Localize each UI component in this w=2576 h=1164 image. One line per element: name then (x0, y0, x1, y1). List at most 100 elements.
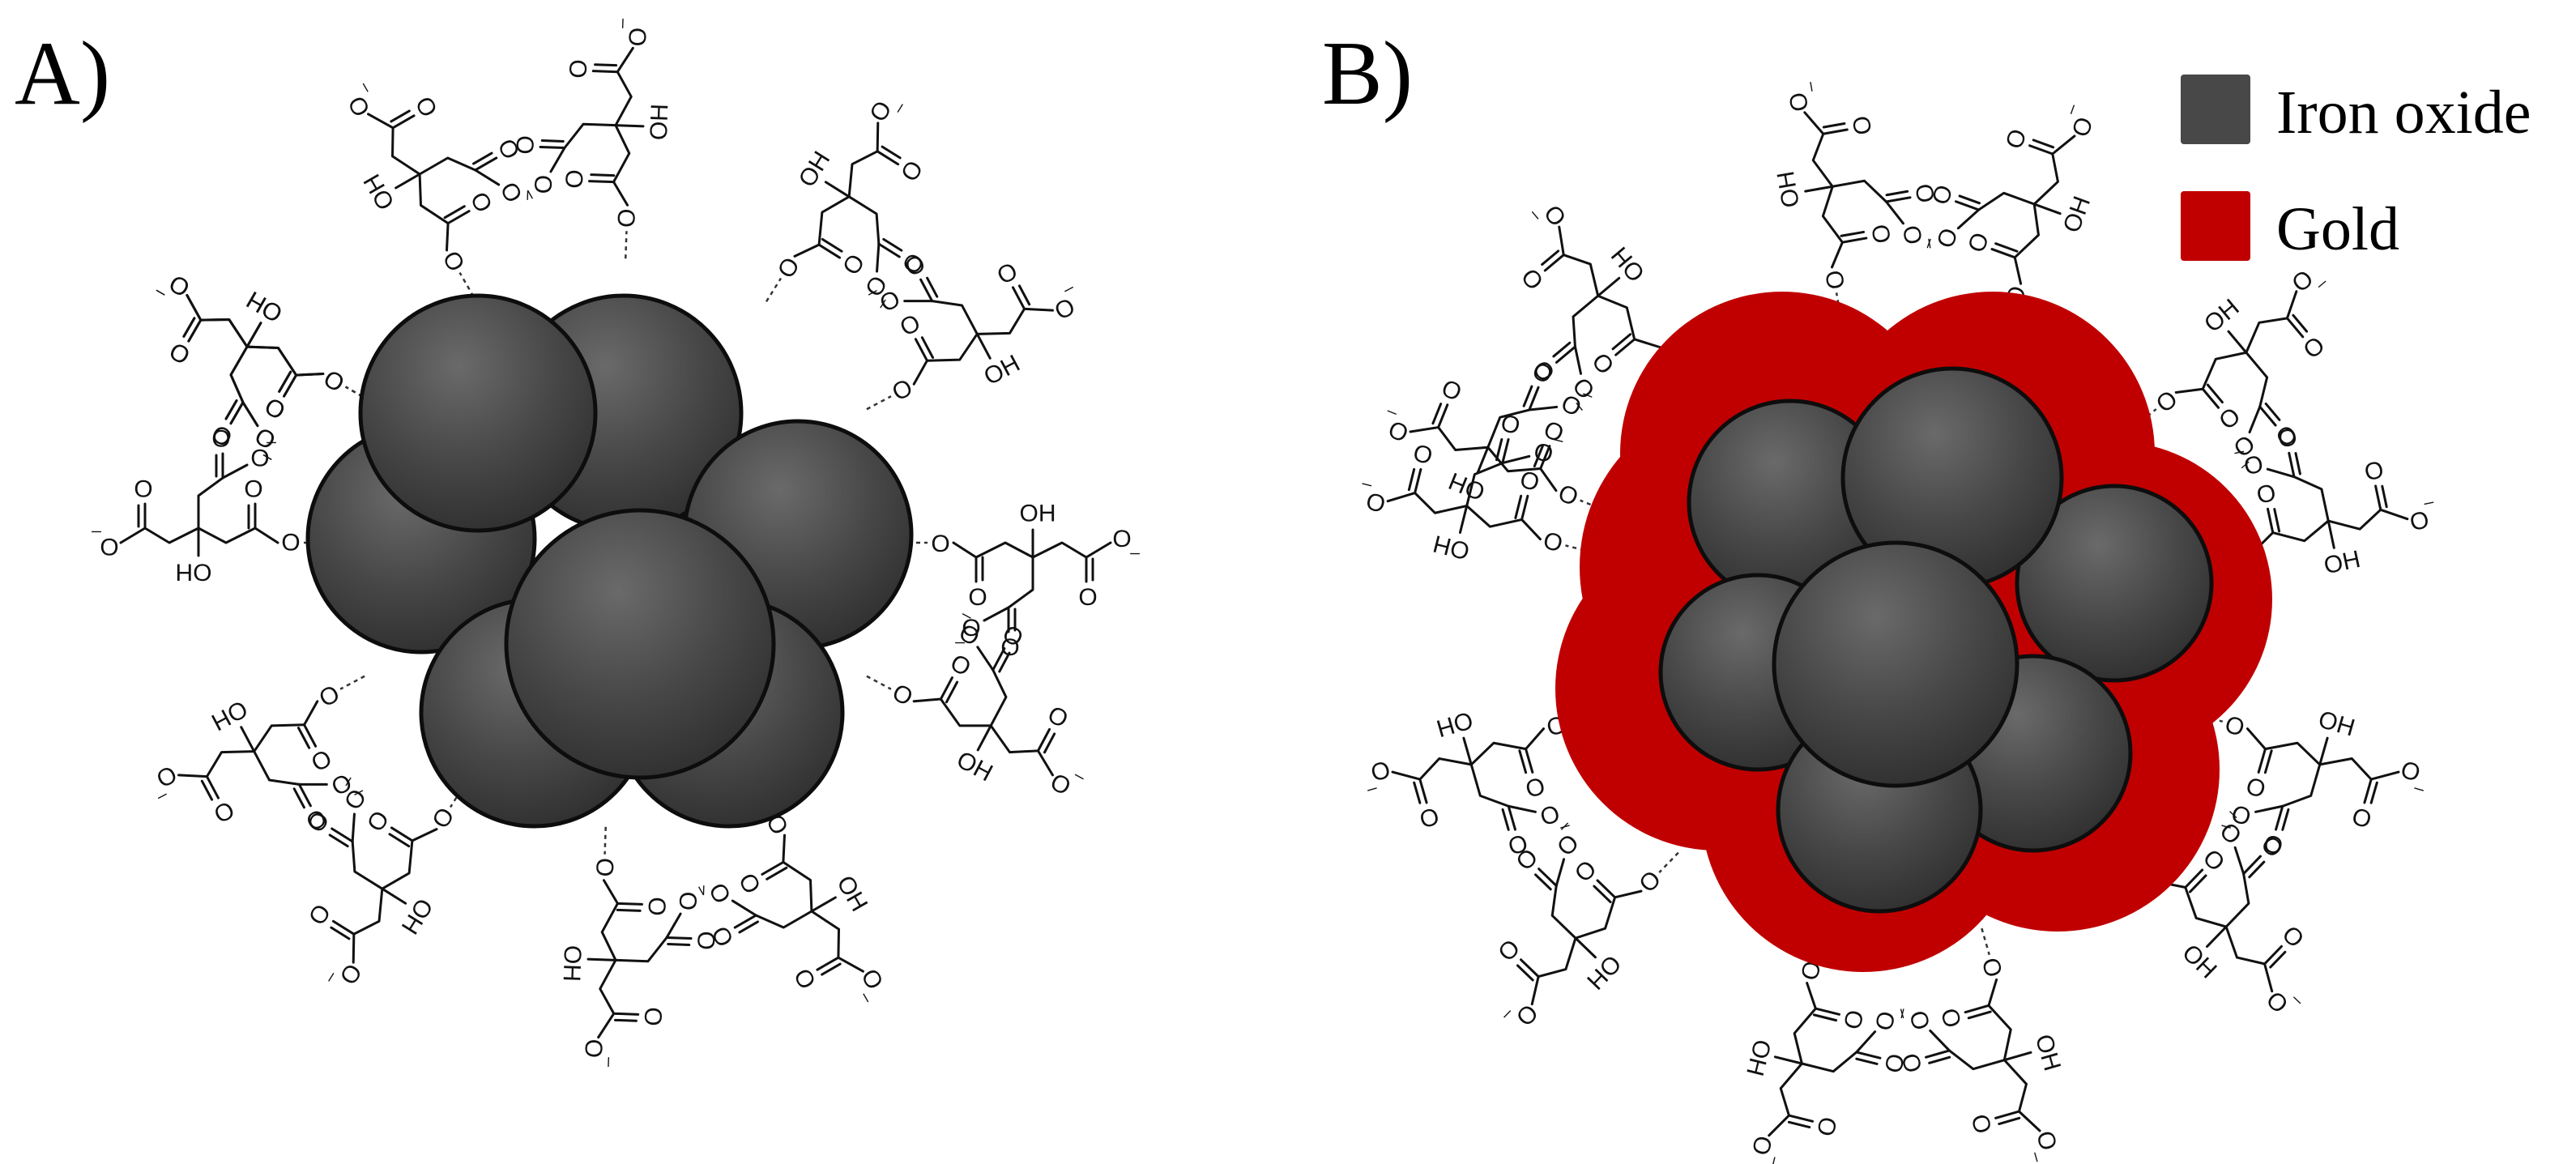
hydroxyl-label: OH (953, 746, 997, 787)
oxygen-label: O (306, 744, 335, 776)
oxygen-label: O (1000, 633, 1019, 660)
arm-bond (2327, 484, 2382, 531)
legend-swatch-iron-oxide (2181, 75, 2250, 144)
double-bond (1994, 242, 2019, 253)
chain-bond (939, 697, 992, 727)
double-bond (292, 787, 305, 809)
chain-bond (1574, 896, 1617, 940)
oxygen-label: O (771, 252, 804, 282)
chain-bond (925, 332, 979, 362)
legend-swatch-gold (2181, 191, 2250, 261)
oxygen-label: O (1811, 1114, 1842, 1139)
carbonyl-bond (1990, 248, 2023, 285)
double-bond (920, 336, 935, 359)
double-bond (613, 1018, 638, 1022)
surface-bond (866, 675, 892, 690)
hydroxyl-bond (2206, 925, 2228, 949)
hydroxyl-bond (810, 896, 837, 913)
iron-oxide-sphere (2015, 484, 2214, 683)
oxygen-label: O (1587, 347, 1619, 379)
oxygen-label: O (261, 392, 291, 424)
carboxylate-bond (1501, 454, 1531, 465)
carbonyl-bond (2174, 387, 2220, 409)
arm-bond (1543, 254, 1600, 297)
double-bond (667, 943, 691, 946)
chain-bond (1469, 741, 1528, 766)
arm-bond (1469, 763, 1510, 808)
chain-bond (1821, 185, 1844, 244)
arm-bond (599, 958, 640, 1016)
double-bond (1431, 403, 1443, 425)
double-bond (1812, 1013, 1838, 1022)
carboxylate-bond (2051, 134, 2076, 156)
charge-label: ⁻ (685, 883, 713, 897)
surface-bond (765, 277, 783, 302)
arm-bond (143, 502, 200, 544)
legend-label-iron-oxide: Iron oxide (2276, 79, 2531, 147)
carboxyl-bond (229, 401, 245, 425)
hydroxyl-label: OH (2315, 706, 2357, 742)
hydroxyl-bond (1476, 446, 1490, 475)
double-bond (2248, 860, 2266, 879)
double-bond (330, 926, 351, 940)
charge-label: ⁻ (2231, 442, 2249, 471)
surface-bond (339, 675, 365, 690)
arm-bond (2292, 475, 2330, 522)
double-bond (1928, 1055, 1951, 1064)
arm-bond (418, 156, 477, 176)
oxygen-label: O (1438, 375, 1465, 407)
carboxylate-bond (1956, 208, 1981, 230)
arm-bond (1977, 191, 2036, 211)
arm-bond (1414, 467, 1469, 514)
surface-bond (458, 271, 475, 297)
chain-bond (1486, 446, 1542, 473)
oxygen-label: O (1498, 410, 1523, 441)
carbonyl-bond (761, 834, 786, 876)
arm-bond (2281, 763, 2322, 808)
chain-bond (975, 541, 1034, 559)
carboxylate-bond (1386, 492, 1417, 503)
carboxylate-bond (1391, 770, 1422, 781)
oxygen-label: O (1909, 181, 1939, 205)
chain-bond (2013, 203, 2040, 259)
arm-bond (1007, 556, 1034, 609)
chain-bond (2184, 885, 2228, 928)
carboxylate-bond (2266, 467, 2296, 479)
arm-bond (614, 936, 668, 963)
oxygen-label: O (427, 803, 459, 833)
arm-bond (197, 476, 224, 530)
oxygen-label: O (734, 868, 766, 898)
charge-label: ⁻ (1793, 79, 1821, 96)
hydroxyl-label: OH (646, 104, 674, 141)
surface-bond (1981, 927, 1990, 956)
carboxylate-bond (983, 606, 1010, 622)
double-bond (296, 727, 311, 749)
double-bond (1958, 194, 1981, 205)
oxygen-label: O (1493, 935, 1525, 967)
charge-label: ⁻ (1911, 236, 1939, 253)
double-bond (1787, 1120, 1811, 1129)
double-bond (1017, 284, 1031, 306)
double-bond (443, 205, 466, 220)
oxygen-label: O (512, 135, 540, 155)
arm-bond (931, 300, 979, 335)
oxygen-label: O (896, 309, 925, 342)
charge-label: ⁻ (2420, 493, 2438, 522)
oxygen-label: O (625, 27, 652, 46)
oxygen-label: O (837, 249, 869, 279)
charge-label: ⁻ (518, 189, 546, 203)
carboxyl-bond (919, 278, 934, 303)
oxygen-label: O (1866, 223, 1896, 246)
arm-bond (1800, 1051, 1858, 1073)
carboxyl-bond (2275, 804, 2284, 831)
legend-label-gold: Gold (2276, 195, 2399, 263)
oxygen-label: O (1783, 91, 1813, 114)
double-bond (2264, 402, 2281, 421)
arm-bond (229, 345, 249, 404)
chain-bond (612, 124, 631, 184)
double-bond (1611, 333, 1632, 351)
double-bond (328, 834, 349, 848)
arm-bond (331, 887, 384, 936)
